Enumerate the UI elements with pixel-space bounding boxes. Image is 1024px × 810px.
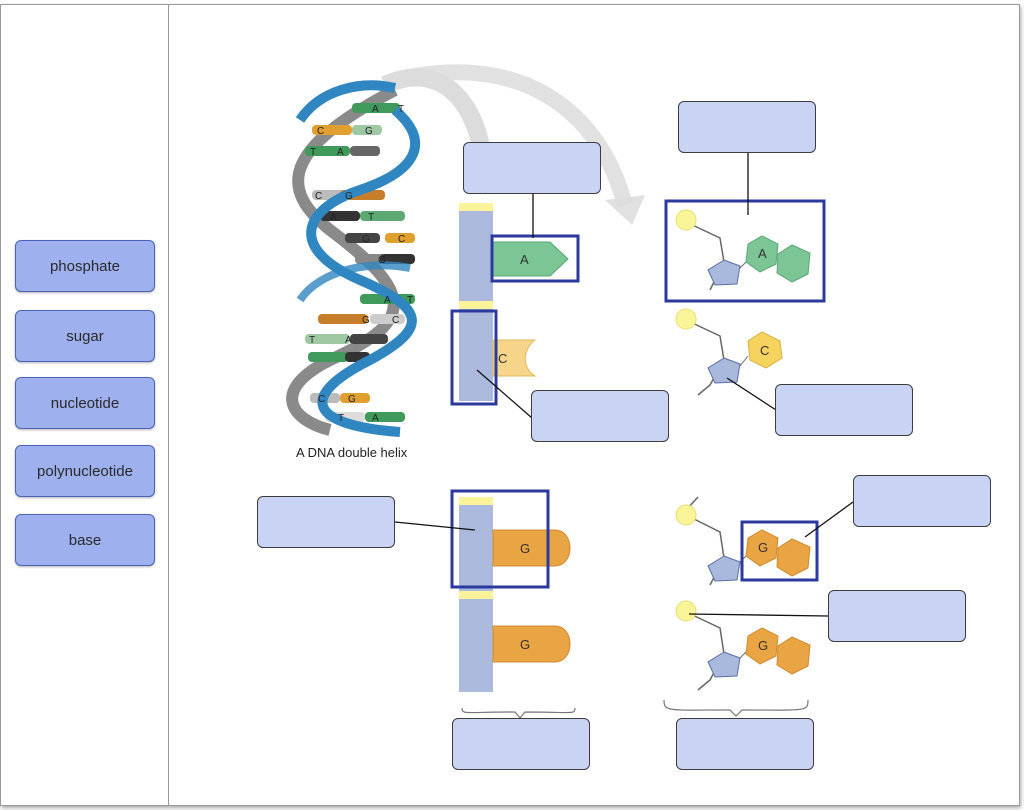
svg-text:A: A (330, 212, 337, 223)
svg-text:A: A (372, 104, 379, 115)
svg-text:A: A (372, 413, 379, 424)
base-label-a: A (758, 246, 767, 261)
svg-text:C: C (315, 191, 322, 202)
drop-zone-nucleotide-strand[interactable] (257, 496, 395, 548)
drop-zone-backbone-segment[interactable] (531, 390, 669, 442)
molecule-bottom-right: G G (663, 496, 811, 717)
svg-text:T: T (338, 413, 344, 424)
drop-zone-phosphate[interactable] (828, 590, 966, 642)
strand-top: A C (459, 203, 569, 401)
svg-text:T: T (407, 295, 413, 306)
svg-text:C: C (318, 394, 325, 405)
svg-text:T: T (309, 335, 315, 346)
bank-item-label: polynucleotide (37, 462, 133, 480)
bank-item-base[interactable]: base (15, 514, 155, 566)
base-label-a: A (520, 252, 529, 267)
drop-zone-base-top[interactable] (463, 142, 601, 194)
svg-text:G: G (365, 126, 373, 137)
drop-zone-nucleotide[interactable] (678, 101, 816, 153)
drop-zone-strand-label[interactable] (452, 718, 590, 770)
svg-text:G: G (362, 234, 370, 245)
bank-item-polynucleotide[interactable]: polynucleotide (15, 445, 155, 497)
base-label-g: G (758, 540, 768, 555)
bank-item-nucleotide[interactable]: nucleotide (15, 377, 155, 429)
svg-text:T: T (368, 212, 374, 223)
bank-item-label: nucleotide (50, 394, 120, 412)
base-label-g: G (758, 638, 768, 653)
bank-item-label: phosphate (49, 257, 121, 275)
panel-divider (168, 4, 169, 805)
bank-item-label: sugar (66, 327, 104, 345)
figure-caption: A DNA double helix (296, 445, 408, 460)
svg-text:A: A (337, 147, 344, 158)
molecule-top-right: A C (675, 209, 811, 396)
svg-text:G: G (345, 191, 353, 202)
bank-item-sugar[interactable]: sugar (15, 310, 155, 362)
highlight-backbone-segment (450, 309, 498, 406)
svg-text:G: G (378, 255, 386, 266)
base-label-c: C (498, 351, 507, 366)
drop-zone-molecule-label[interactable] (676, 718, 814, 770)
svg-text:T: T (398, 104, 404, 115)
drop-zone-sugar[interactable] (775, 384, 913, 436)
svg-text:C: C (398, 234, 405, 245)
bank-item-phosphate[interactable]: phosphate (15, 240, 155, 292)
base-label-g: G (520, 541, 530, 556)
leader-lines (394, 153, 854, 617)
drop-zone-base-bottom[interactable] (853, 475, 991, 527)
svg-text:A: A (345, 335, 352, 346)
highlight-nucleotide (664, 199, 826, 303)
svg-text:G: G (362, 315, 370, 326)
svg-text:A: A (384, 295, 391, 306)
base-label-c: C (760, 343, 769, 358)
highlight-base-top (490, 234, 580, 283)
svg-text:C: C (317, 126, 324, 137)
base-label-g: G (520, 637, 530, 652)
svg-text:T: T (310, 147, 316, 158)
svg-text:G: G (348, 394, 356, 405)
dna-helix: A T C G T A C G A T G C G A T G C T A C … (286, 80, 420, 437)
svg-text:C: C (392, 315, 399, 326)
helix-base-letters: A T C G T A C G A T G C G A T G C T A C … (309, 104, 413, 424)
strand-bottom: G G (459, 497, 576, 719)
bank-item-label: base (68, 531, 102, 549)
highlight-base-bottom (740, 520, 819, 582)
highlight-nucleotide-strand (450, 489, 550, 589)
